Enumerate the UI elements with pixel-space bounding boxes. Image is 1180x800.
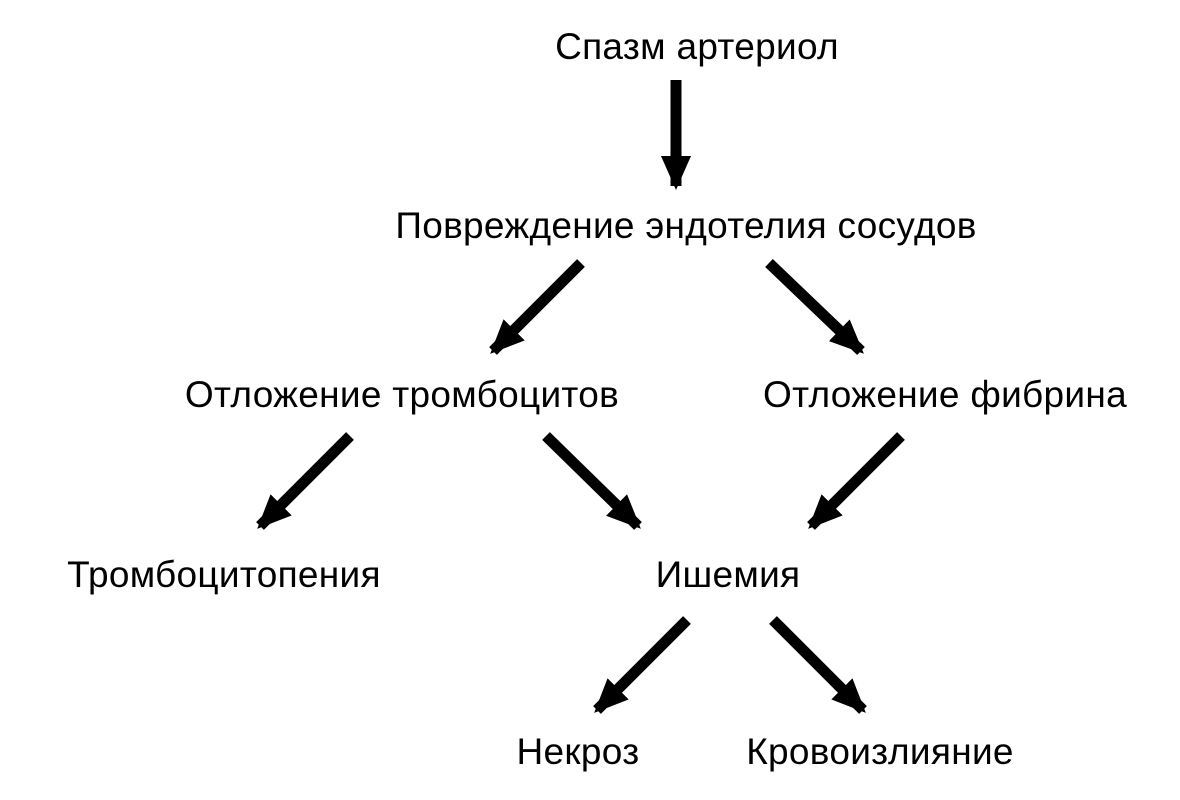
node-fibrin-deposition: Отложение фибрина — [762, 374, 1128, 415]
node-hemorrhage: Кровоизлияние — [746, 731, 1014, 772]
node-necrosis: Некроз — [516, 731, 640, 772]
arrow-platelets-to-ischemia — [542, 432, 642, 530]
arrow-endothelium-to-fibrin — [765, 259, 865, 355]
node-arteriole-spasm: Спазм артериол — [555, 26, 839, 67]
node-endothelium-damage: Повреждение эндотелия сосудов — [395, 205, 977, 246]
arrow-fibrin-to-ischemia — [807, 432, 905, 530]
node-thrombocytopenia: Тромбоцитопения — [67, 554, 381, 595]
arrow-endothelium-to-platelets — [489, 259, 585, 355]
node-ischemia: Ишемия — [655, 554, 801, 595]
node-platelet-deposition: Отложение тромбоцитов — [184, 374, 620, 415]
arrow-platelets-to-thrombocytopenia — [256, 432, 354, 530]
arrow-ischemia-to-hemorrhage — [769, 616, 867, 714]
arrow-ischemia-to-necrosis — [593, 616, 691, 714]
